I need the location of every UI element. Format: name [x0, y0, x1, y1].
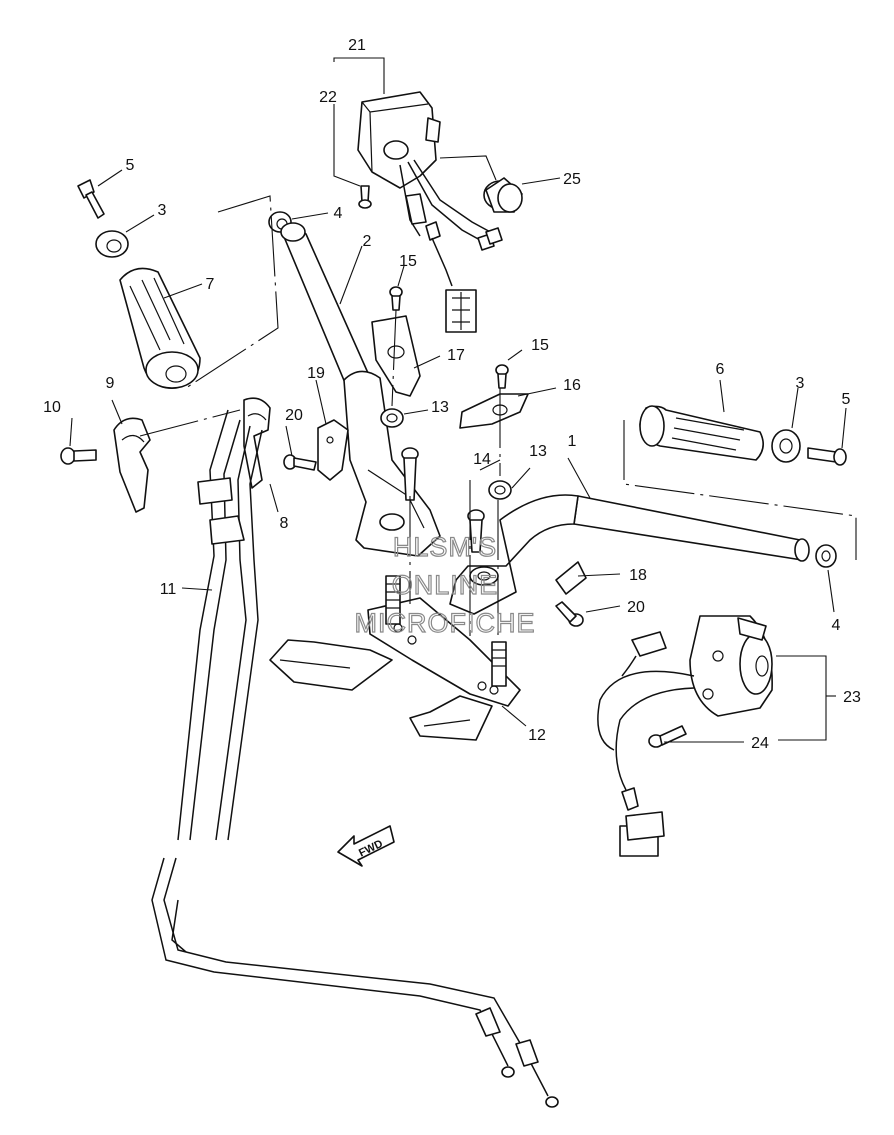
callout-25: 25 [563, 171, 581, 188]
watermark-line-2: ONLINE [392, 570, 499, 600]
callout-6: 6 [716, 361, 725, 378]
callout-10: 10 [43, 399, 61, 416]
watermark: HLSM'S ONLINE MICROFICHE [354, 531, 536, 638]
callout-4-left: 4 [334, 205, 343, 222]
callout-14: 14 [473, 451, 491, 468]
callout-7: 7 [206, 276, 215, 293]
part-throttle-housing-8[interactable] [243, 397, 271, 489]
part-grip-6-right[interactable] [639, 405, 764, 461]
callout-15-right: 15 [531, 337, 549, 354]
part-cap-16[interactable] [459, 393, 529, 429]
part-nut-13-left[interactable] [380, 408, 404, 428]
part-throttle-cable-11[interactable] [151, 409, 559, 1108]
part-collar-25[interactable] [483, 177, 523, 213]
callout-4-right: 4 [832, 617, 841, 634]
part-bolt-5-left[interactable] [77, 179, 105, 219]
callout-20-left: 20 [285, 407, 303, 424]
watermark-line-1: HLSM'S [393, 532, 497, 562]
part-screw-10[interactable] [60, 447, 97, 465]
callout-2: 2 [363, 233, 372, 250]
watermark-line-3: MICROFICHE [355, 608, 536, 638]
fwd-arrow-icon: FWD [337, 825, 395, 867]
callout-12: 12 [528, 727, 546, 744]
callout-24: 24 [751, 735, 769, 752]
part-screw-20-left[interactable] [283, 454, 317, 471]
part-screw-24[interactable] [648, 725, 687, 748]
callout-8: 8 [280, 515, 289, 532]
callout-13-right: 13 [529, 443, 547, 460]
callout-3-right: 3 [796, 375, 805, 392]
callout-11: 11 [160, 581, 177, 598]
callout-19: 19 [307, 365, 325, 382]
part-bolt-15-left[interactable] [389, 286, 403, 311]
callout-5-right: 5 [842, 391, 851, 408]
callout-1: 1 [568, 433, 577, 450]
part-screw-20-right[interactable] [555, 601, 584, 627]
part-handlebar-1-right[interactable] [449, 494, 810, 615]
callout-21: 21 [348, 37, 366, 54]
callout-16: 16 [563, 377, 581, 394]
callout-5-left: 5 [126, 157, 135, 174]
callout-labels: 21 22 25 5 3 4 7 2 15 17 15 16 19 9 10 2… [43, 37, 861, 752]
part-cap-17[interactable] [371, 315, 421, 397]
part-weight-4-right[interactable] [815, 544, 837, 568]
phantom-lines [139, 195, 857, 640]
callout-13-left: 13 [431, 399, 449, 416]
part-weight-3-left[interactable] [95, 230, 129, 258]
part-bracket-12[interactable] [269, 575, 521, 741]
callout-9: 9 [106, 375, 115, 392]
callout-20-right: 20 [627, 599, 645, 616]
part-weight-3-right[interactable] [771, 429, 801, 463]
part-bracket-19[interactable] [317, 419, 349, 481]
callout-23: 23 [843, 689, 861, 706]
part-nut-13-right[interactable] [488, 480, 512, 500]
callout-22: 22 [319, 89, 337, 106]
part-handlebar-switch-right[interactable] [597, 615, 773, 857]
part-bracket-18[interactable] [555, 561, 587, 595]
part-handlebar-2-left[interactable] [280, 222, 441, 557]
part-handlebar-switch-upper[interactable] [357, 91, 503, 333]
callout-17: 17 [447, 347, 465, 364]
callout-3-left: 3 [158, 202, 167, 219]
callout-15-left: 15 [399, 253, 417, 270]
part-bolt-5-right[interactable] [807, 447, 847, 466]
part-throttle-housing-9[interactable] [113, 417, 151, 513]
callout-18: 18 [629, 567, 647, 584]
part-screw-22[interactable] [358, 185, 372, 209]
part-bolt-15-right[interactable] [495, 364, 509, 389]
part-grip-7-throttle[interactable] [119, 267, 201, 389]
part-bolt-14[interactable] [401, 447, 485, 553]
leader-lines [69, 57, 847, 743]
